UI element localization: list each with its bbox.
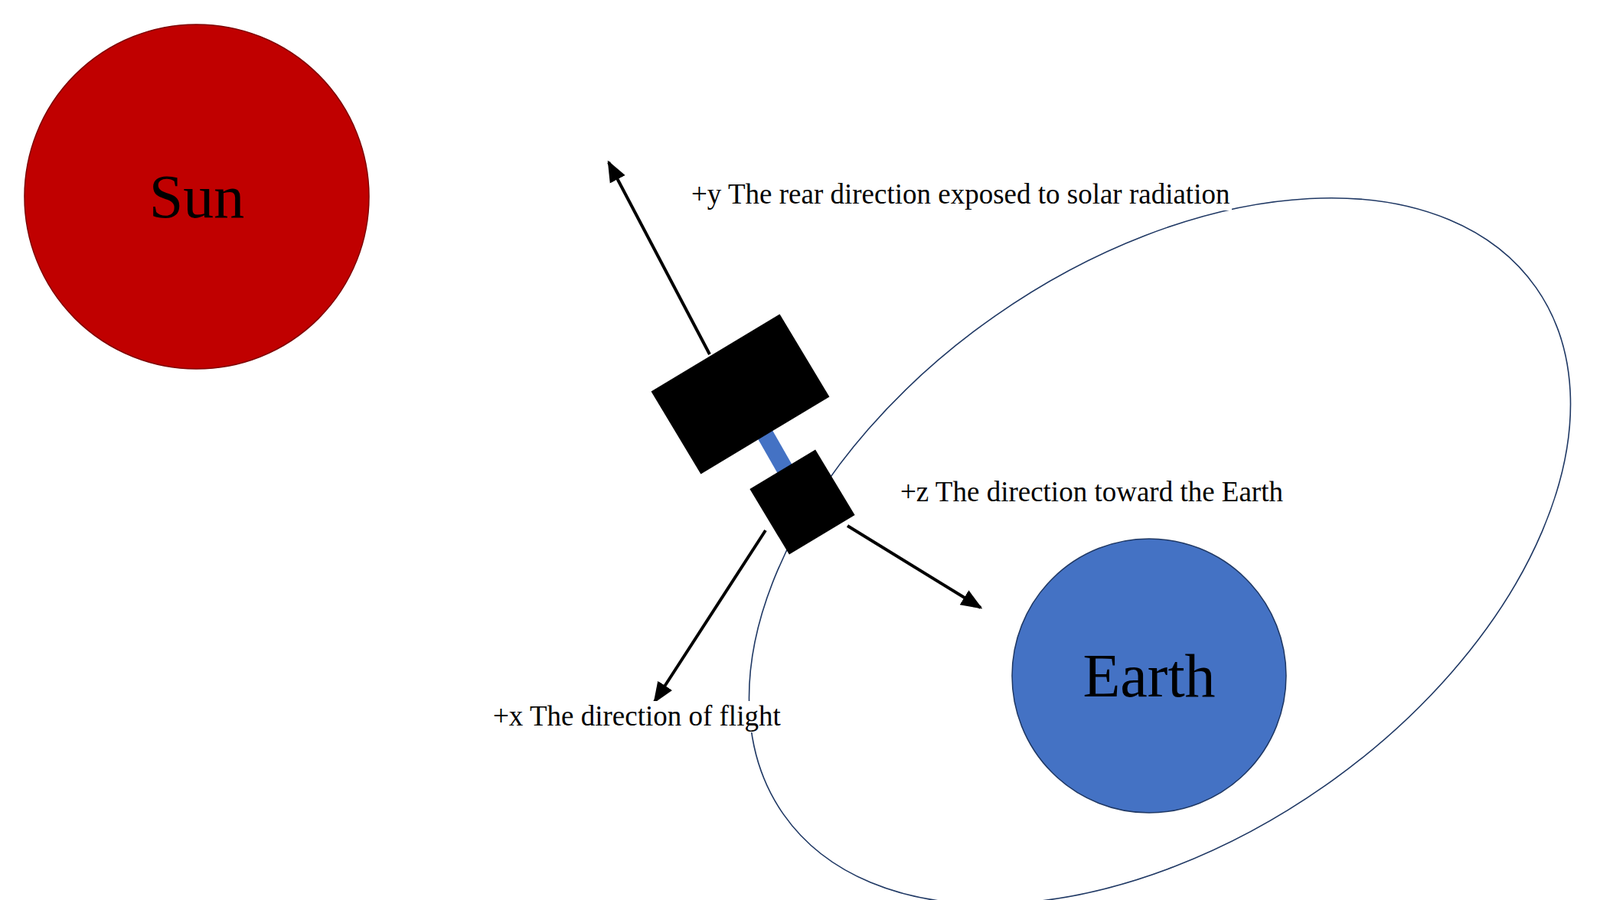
satellite-body	[749, 449, 855, 555]
orbit-ellipse	[618, 52, 1600, 900]
axis-label: +y The rear direction exposed to solar r…	[688, 179, 1232, 211]
earth-circle: Earth	[1011, 538, 1287, 814]
body-name: Earth	[1082, 645, 1215, 707]
body-name: Sun	[149, 166, 245, 228]
circle-shape	[24, 24, 369, 369]
axis-arrow	[847, 525, 981, 608]
axis-label: +z The direction toward the Earth	[897, 476, 1286, 509]
axis-arrow	[654, 530, 766, 703]
solar-panel	[651, 314, 830, 475]
axis-label: +x The direction of flight	[490, 701, 784, 733]
circle-shape	[1012, 538, 1287, 814]
sun-circle: Sun	[23, 23, 370, 370]
